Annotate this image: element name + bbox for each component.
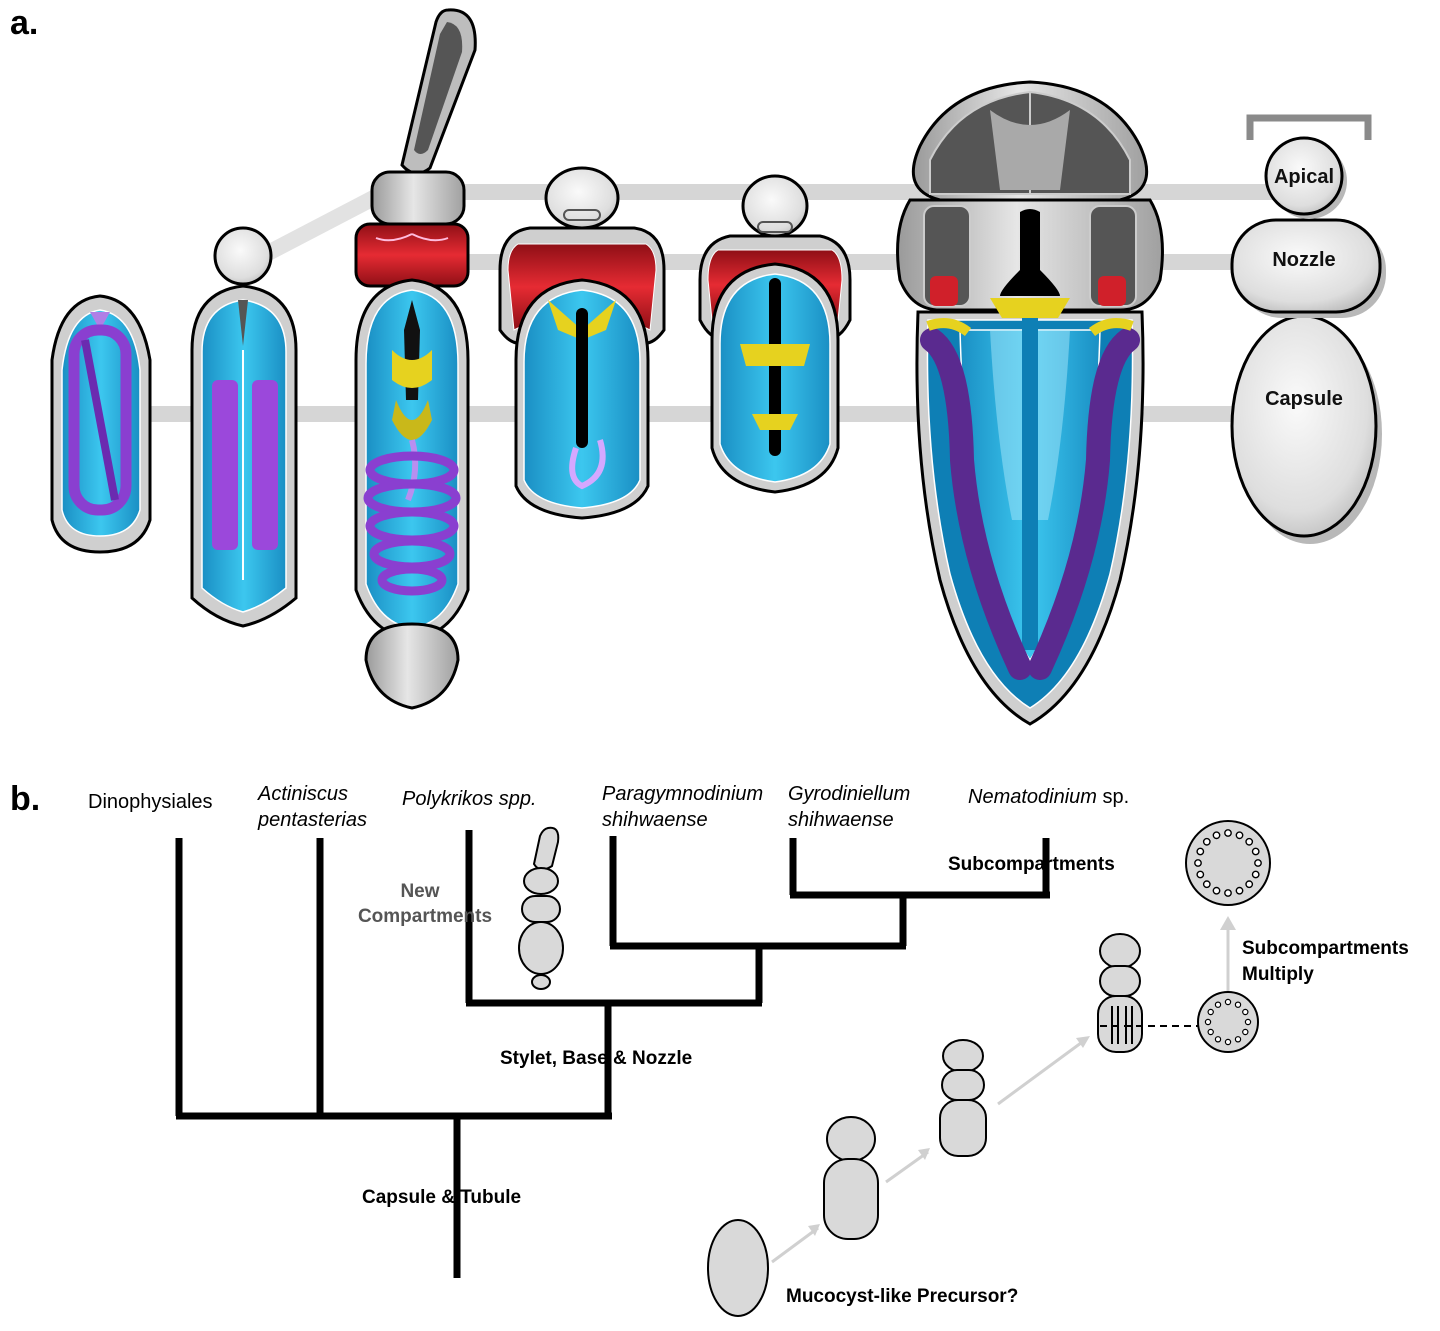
taxon-dinophysiales: Dinophysiales (88, 791, 213, 813)
taxon-nematodinium: Nematodinium sp. (968, 786, 1129, 808)
panel-b-label: b. (10, 780, 40, 818)
subcompartment-dot (1196, 847, 1205, 856)
subcompartment-dot (1224, 998, 1232, 1006)
subcompartment-dot (1242, 1008, 1249, 1016)
event-subcompartments: Subcompartments (948, 854, 1115, 875)
event-capsule-tubule: Capsule & Tubule (362, 1187, 521, 1208)
subcompartment-dot (1214, 1036, 1222, 1043)
nozzle-shape (1230, 218, 1382, 314)
subcompartment-ring-small (1204, 998, 1252, 1046)
phylogenetic-tree (175, 830, 1050, 1278)
taxon-actiniscus-line1: Actiniscus (257, 783, 348, 805)
subcompartment-dot (1194, 859, 1202, 867)
event-precursor: Mucocyst-like Precursor? (786, 1286, 1018, 1307)
event-subcompartments-multiply-line1: Subcompartments (1242, 938, 1409, 959)
subcompartment-dot (1234, 1036, 1242, 1043)
taxon-paragymnodinium-line1: Paragymnodinium (602, 783, 763, 805)
extrusome-nematodinium (896, 80, 1164, 726)
extrusome-polykrikos (354, 8, 477, 710)
apical-label: Apical (1274, 166, 1334, 188)
subcompartment-dot (1235, 831, 1244, 840)
taxon-gyrodiniellum-line2: shihwaense (788, 809, 894, 831)
taxon-paragymnodinium-line2: shihwaense (602, 809, 708, 831)
subcompartment-dot (1251, 870, 1260, 879)
subcompartment-dot (1245, 837, 1254, 846)
subcompartment-dot (1245, 880, 1254, 889)
subcompartment-dot (1242, 1028, 1249, 1036)
polykrikos-schematic (518, 826, 564, 990)
subcompartment-ring-large (1194, 829, 1262, 897)
subcompartment-dot (1212, 886, 1221, 895)
taxon-gyrodiniellum-line1: Gyrodiniellum (788, 783, 910, 805)
subcompartment-dot (1207, 1008, 1214, 1016)
taxon-actiniscus-line2: pentasterias (257, 809, 367, 831)
subcompartment-dot (1214, 1001, 1222, 1008)
event-new-compartments-line2: Compartments (358, 906, 492, 927)
subcompartment-dot (1224, 1038, 1232, 1046)
taxon-nematodinium-suffix: sp. (1097, 786, 1129, 808)
subcompartment-dot (1196, 870, 1205, 879)
taxon-nematodinium-genus: Nematodinium (968, 786, 1097, 808)
extrusome-paragymnodinium (498, 166, 666, 520)
subcompartment-dot (1202, 880, 1211, 889)
nozzle-label: Nozzle (1272, 249, 1335, 271)
precursor-evolution-schematic (707, 820, 1271, 1317)
event-subcompartments-multiply-line2: Multiply (1242, 964, 1314, 985)
subcompartment-dot (1224, 889, 1232, 897)
subcompartment-dot (1234, 1001, 1242, 1008)
compartment-key: Apical Nozzle Capsule (1230, 114, 1386, 544)
extrusome-dinophysiales (50, 294, 152, 554)
subcompartment-dot (1212, 831, 1221, 840)
subcompartment-dot (1254, 859, 1262, 867)
event-new-compartments-line1: New (400, 881, 439, 902)
subcompartment-dot (1224, 829, 1232, 837)
apical-shape (1264, 136, 1344, 216)
capsule-shape (1230, 314, 1378, 538)
subcompartment-dot (1235, 886, 1244, 895)
subcompartment-dot (1207, 1028, 1214, 1036)
subcompartment-dot (1251, 847, 1260, 856)
subcompartment-dot (1244, 1018, 1252, 1026)
event-stylet-base-nozzle: Stylet, Base & Nozzle (500, 1048, 692, 1069)
subcompartment-dot (1204, 1018, 1212, 1026)
panel-a-label: a. (10, 4, 38, 42)
subcompartment-dot (1202, 837, 1211, 846)
capsule-label: Capsule (1265, 388, 1343, 410)
precursor-shape (707, 1219, 769, 1317)
taxon-polykrikos: Polykrikos spp. (402, 788, 537, 810)
extrusome-actiniscus (190, 226, 298, 628)
extrusome-gyrodiniellum (698, 174, 852, 494)
